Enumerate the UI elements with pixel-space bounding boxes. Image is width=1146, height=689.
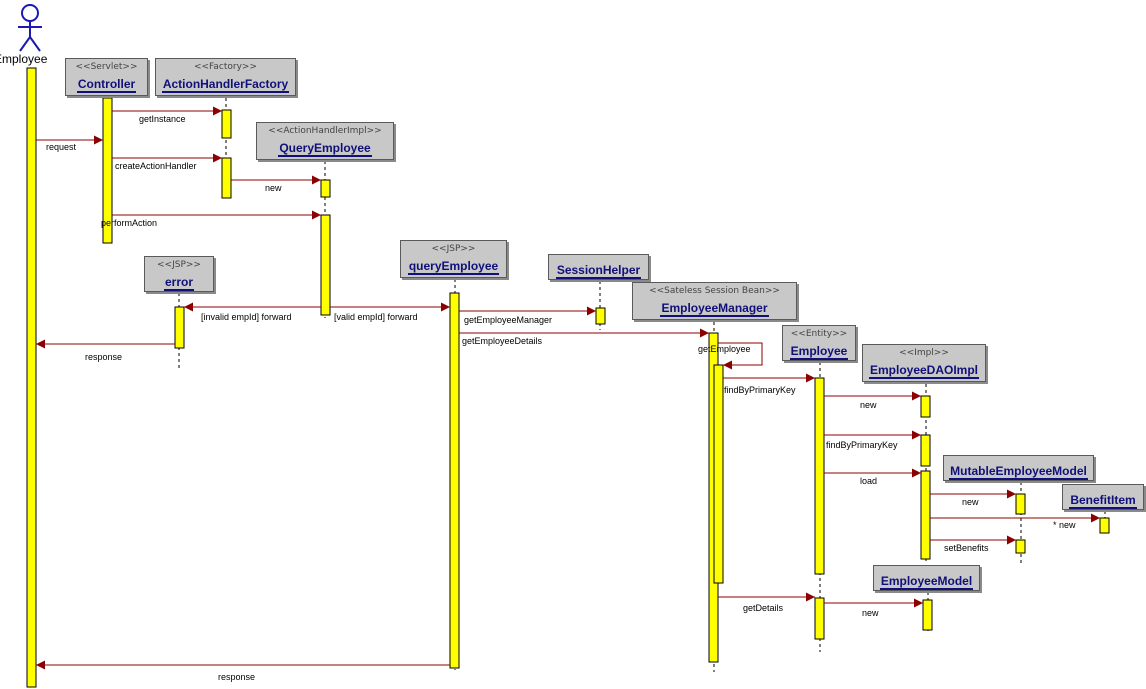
object-queryemployee-jsp[interactable]: <<JSP>> queryEmployee bbox=[400, 240, 507, 278]
object-sessionhelper[interactable]: SessionHelper bbox=[548, 254, 649, 280]
name-bi: BenefitItem bbox=[1069, 493, 1137, 509]
name-ahf: ActionHandlerFactory bbox=[161, 77, 290, 93]
activation-dao-1 bbox=[920, 395, 931, 418]
stereotype-controller: <<Servlet>> bbox=[75, 62, 138, 72]
activation-dao-2 bbox=[920, 434, 931, 467]
message-label: findByPrimaryKey bbox=[826, 440, 898, 450]
message-label: getEmployee bbox=[698, 344, 751, 354]
stereotype-error: <<JSP>> bbox=[157, 260, 201, 270]
activation-qe-1 bbox=[320, 179, 331, 198]
object-actionhandlerfactory[interactable]: <<Factory>> ActionHandlerFactory bbox=[155, 58, 296, 96]
object-queryemployee[interactable]: <<ActionHandlerImpl>> QueryEmployee bbox=[256, 122, 394, 160]
name-qjsp: queryEmployee bbox=[407, 259, 500, 275]
message-label: findByPrimaryKey bbox=[724, 385, 796, 395]
message-label: getDetails bbox=[743, 603, 784, 613]
arrow-getemployee-self bbox=[718, 342, 763, 370]
message-label: createActionHandler bbox=[115, 161, 197, 171]
activation-error bbox=[174, 306, 185, 349]
message-label: getEmployeeManager bbox=[464, 315, 553, 325]
message-label: response bbox=[85, 352, 123, 362]
name-controller: Controller bbox=[76, 77, 137, 93]
activation-qe-2 bbox=[320, 214, 331, 316]
activation-emp-1 bbox=[814, 377, 825, 575]
message-label: [invalid empId] forward bbox=[201, 312, 292, 322]
name-emp: Employee bbox=[789, 344, 849, 360]
activation-bi bbox=[1099, 517, 1110, 534]
object-controller[interactable]: <<Servlet>> Controller bbox=[65, 58, 148, 96]
name-mem: MutableEmployeeModel bbox=[949, 464, 1088, 480]
actor-label: Employee bbox=[0, 52, 48, 66]
message-label: getEmployeeDetails bbox=[462, 336, 543, 346]
stereotype-qe: <<ActionHandlerImpl>> bbox=[268, 126, 382, 136]
activations bbox=[26, 67, 1110, 688]
name-qe: QueryEmployee bbox=[278, 141, 372, 157]
activation-dao-3 bbox=[920, 470, 931, 560]
object-employeemodel[interactable]: EmployeeModel bbox=[873, 565, 980, 591]
message-label: new bbox=[860, 400, 877, 410]
stereotype-qjsp: <<JSP>> bbox=[431, 244, 476, 254]
activation-sh bbox=[595, 307, 606, 325]
object-employeemanager[interactable]: <<Sateless Session Bean>> EmployeeManage… bbox=[632, 282, 797, 320]
message-label: getInstance bbox=[139, 114, 186, 124]
message-label: performAction bbox=[101, 218, 158, 228]
activation-mem-1 bbox=[1015, 493, 1026, 515]
message-label: request bbox=[46, 142, 77, 152]
activation-mem-2 bbox=[1015, 539, 1026, 554]
activation-actor bbox=[26, 67, 37, 688]
message-label: new bbox=[862, 608, 879, 618]
activation-emp-2 bbox=[814, 597, 825, 640]
actor-figure-icon bbox=[18, 4, 42, 52]
activation-ahf-1 bbox=[221, 109, 232, 139]
activation-qjsp bbox=[449, 292, 460, 669]
activation-em-2 bbox=[713, 364, 724, 584]
name-em: EmployeeManager bbox=[660, 301, 769, 317]
message-arrows bbox=[36, 106, 1100, 670]
name-model: EmployeeModel bbox=[879, 574, 974, 590]
name-dao: EmployeeDAOImpl bbox=[868, 363, 980, 379]
message-label: * new bbox=[1053, 520, 1076, 530]
object-error[interactable]: <<JSP>> error bbox=[144, 256, 214, 292]
message-label: load bbox=[860, 476, 878, 486]
object-benefititem[interactable]: BenefitItem bbox=[1062, 484, 1144, 510]
activation-model bbox=[922, 599, 933, 631]
message-label: setBenefits bbox=[944, 543, 989, 553]
name-error: error bbox=[163, 275, 194, 291]
object-mutableemployeemodel[interactable]: MutableEmployeeModel bbox=[943, 455, 1094, 481]
object-employeedaoimpl[interactable]: <<Impl>> EmployeeDAOImpl bbox=[862, 344, 986, 382]
stereotype-ahf: <<Factory>> bbox=[193, 62, 258, 72]
object-employee-entity[interactable]: <<Entity>> Employee bbox=[782, 325, 856, 361]
activation-ahf-2 bbox=[221, 157, 232, 199]
message-label: [valid empId] forward bbox=[334, 312, 418, 322]
stereotype-dao: <<Impl>> bbox=[899, 348, 949, 358]
message-label: new bbox=[962, 497, 979, 507]
name-sh: SessionHelper bbox=[555, 263, 642, 279]
message-label: response bbox=[218, 672, 256, 682]
activation-controller bbox=[102, 97, 113, 244]
stereotype-emp: <<Entity>> bbox=[790, 329, 848, 339]
stereotype-em: <<Sateless Session Bean>> bbox=[649, 286, 780, 296]
message-label: new bbox=[265, 183, 282, 193]
